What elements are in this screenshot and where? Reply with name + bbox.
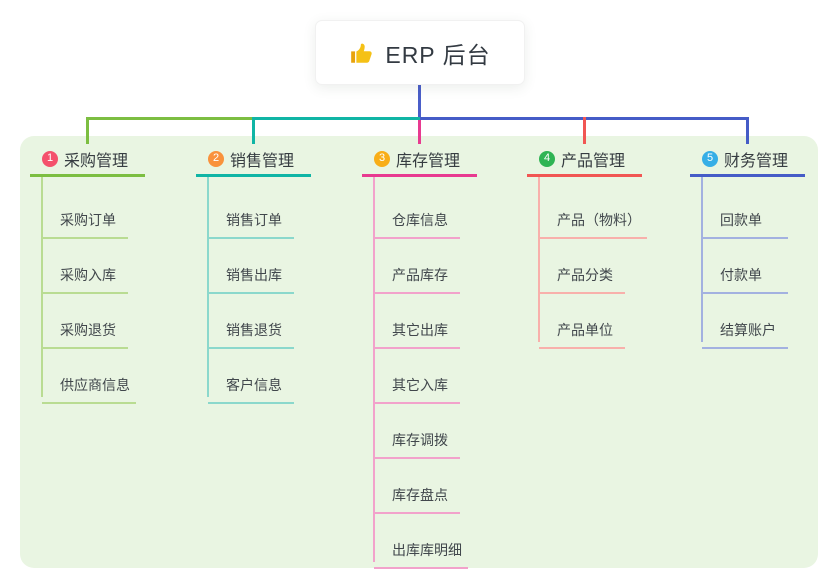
child-node-label: 其它出库 bbox=[392, 322, 448, 338]
connector-drop-line bbox=[418, 120, 421, 144]
branch-3: 3 库存管理仓库信息产品库存其它出库其它入库库存调拨库存盘点出库库明细 bbox=[362, 143, 477, 569]
child-node[interactable]: 其它出库 bbox=[374, 287, 460, 349]
branch-label: 财务管理 bbox=[724, 152, 789, 170]
branch-node-4[interactable]: 4 产品管理 bbox=[527, 143, 642, 174]
child-node-label: 产品分类 bbox=[557, 267, 613, 283]
branch-1: 1 采购管理采购订单采购入库采购退货供应商信息 bbox=[30, 143, 145, 404]
child-node-label: 销售退货 bbox=[226, 322, 282, 338]
branch-4: 4 产品管理产品（物料） 产品分类产品单位 bbox=[527, 143, 647, 349]
child-node[interactable]: 采购退货 bbox=[42, 287, 128, 349]
child-node-label: 采购入库 bbox=[60, 267, 116, 283]
root-node[interactable]: ERP 后台 bbox=[315, 20, 525, 85]
child-node[interactable]: 出库库明细 bbox=[374, 507, 468, 569]
child-node-label: 供应商信息 bbox=[60, 377, 130, 393]
priority-badge: 5 bbox=[702, 150, 718, 167]
branch-node-5[interactable]: 5 财务管理 bbox=[690, 143, 805, 174]
child-node[interactable]: 销售出库 bbox=[208, 232, 294, 294]
branch-node-1[interactable]: 1 采购管理 bbox=[30, 143, 145, 174]
child-node-label: 回款单 bbox=[720, 212, 762, 228]
child-node[interactable]: 库存盘点 bbox=[374, 452, 460, 514]
child-node-label: 库存调拨 bbox=[392, 432, 448, 448]
root-node-label: ERP 后台 bbox=[385, 41, 491, 68]
child-node[interactable]: 其它入库 bbox=[374, 342, 460, 404]
child-node[interactable]: 结算账户 bbox=[702, 287, 788, 349]
child-node-label: 仓库信息 bbox=[392, 212, 448, 228]
child-node[interactable]: 产品单位 bbox=[539, 287, 625, 349]
branch-2: 2 销售管理销售订单销售出库销售退货客户信息 bbox=[196, 143, 311, 404]
branch-underline bbox=[690, 174, 805, 177]
child-node[interactable]: 回款单 bbox=[702, 177, 788, 239]
connector-rail-segment bbox=[86, 117, 254, 120]
branch-node-3[interactable]: 3 库存管理 bbox=[362, 143, 477, 174]
child-node[interactable]: 仓库信息 bbox=[374, 177, 460, 239]
priority-badge: 1 bbox=[42, 150, 58, 167]
branch-underline bbox=[30, 174, 145, 177]
branches-panel bbox=[20, 136, 818, 568]
children-connector-line bbox=[41, 177, 43, 397]
child-node[interactable]: 库存调拨 bbox=[374, 397, 460, 459]
children-connector-line bbox=[373, 177, 375, 562]
connector-drop-line bbox=[86, 117, 89, 144]
child-node-label: 客户信息 bbox=[226, 377, 282, 393]
child-node-label: 采购订单 bbox=[60, 212, 116, 228]
child-node-label: 产品单位 bbox=[557, 322, 613, 338]
children-connector-line bbox=[701, 177, 703, 342]
priority-badge: 3 bbox=[374, 150, 390, 167]
child-node[interactable]: 采购订单 bbox=[42, 177, 128, 239]
connector-drop-line bbox=[418, 83, 421, 120]
child-node-label: 结算账户 bbox=[720, 322, 776, 338]
connector-drop-line bbox=[252, 117, 255, 144]
child-node-label: 出库库明细 bbox=[392, 542, 462, 558]
thumbs-up-icon bbox=[349, 40, 375, 66]
child-node-label: 产品库存 bbox=[392, 267, 448, 283]
child-node[interactable]: 产品分类 bbox=[539, 232, 625, 294]
priority-badge: 4 bbox=[539, 150, 555, 167]
child-node[interactable]: 客户信息 bbox=[208, 342, 294, 404]
connector-drop-line bbox=[746, 117, 749, 144]
branch-label: 库存管理 bbox=[396, 152, 461, 170]
branch-underline bbox=[196, 174, 311, 177]
child-node[interactable]: 付款单 bbox=[702, 232, 788, 294]
child-node[interactable]: 销售退货 bbox=[208, 287, 294, 349]
branch-label: 销售管理 bbox=[230, 152, 295, 170]
branch-5: 5 财务管理回款单付款单结算账户 bbox=[690, 143, 805, 349]
child-node-label: 付款单 bbox=[720, 267, 762, 283]
branch-label: 采购管理 bbox=[64, 152, 129, 170]
connector-rail-segment bbox=[253, 117, 420, 120]
branch-node-2[interactable]: 2 销售管理 bbox=[196, 143, 311, 174]
branch-label: 产品管理 bbox=[561, 152, 626, 170]
child-node-label: 其它入库 bbox=[392, 377, 448, 393]
child-node[interactable]: 采购入库 bbox=[42, 232, 128, 294]
child-node[interactable]: 销售订单 bbox=[208, 177, 294, 239]
child-node-label: 销售出库 bbox=[226, 267, 282, 283]
connector-drop-line bbox=[583, 117, 586, 144]
branch-underline bbox=[362, 174, 477, 177]
child-node[interactable]: 产品库存 bbox=[374, 232, 460, 294]
child-node[interactable]: 产品（物料） bbox=[539, 177, 647, 239]
child-node[interactable]: 供应商信息 bbox=[42, 342, 136, 404]
priority-badge: 2 bbox=[208, 150, 224, 167]
children-connector-line bbox=[207, 177, 209, 397]
branch-underline bbox=[527, 174, 642, 177]
children-connector-line bbox=[538, 177, 540, 342]
child-node-label: 采购退货 bbox=[60, 322, 116, 338]
child-node-label: 库存盘点 bbox=[392, 487, 448, 503]
child-node-label: 销售订单 bbox=[226, 212, 282, 228]
child-node-label: 产品（物料） bbox=[557, 212, 641, 228]
